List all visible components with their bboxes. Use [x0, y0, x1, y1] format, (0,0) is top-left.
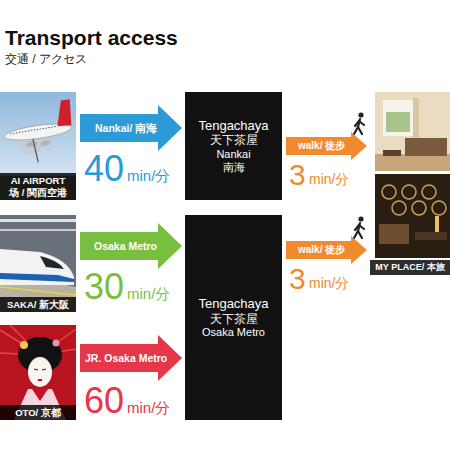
- airport-photo-part-part: [10, 126, 58, 134]
- airport-photo-part-part: [33, 138, 38, 162]
- geisha-photo: [0, 325, 76, 420]
- station-text: Tengachaya: [198, 118, 268, 134]
- geisha-photo-part: [0, 325, 76, 420]
- photo-caption-band: OTO/ 京都: [0, 405, 76, 420]
- route-arrow: [286, 236, 367, 264]
- airport-photo: [0, 92, 78, 200]
- walker-icon-part: [358, 216, 363, 221]
- geisha-photo-part: [42, 369, 46, 370]
- walker-icon-part: [358, 127, 362, 134]
- minutes-unit: min/分: [127, 168, 170, 183]
- photo-caption: MY PLACE/ 本旅: [373, 262, 447, 273]
- photo-caption-band: SAKA/ 新大阪: [0, 297, 76, 312]
- train-photo-part: [0, 229, 76, 231]
- geisha-photo-part: [34, 369, 38, 370]
- room-photo-part: [379, 224, 409, 244]
- minutes-unit: min/分: [309, 276, 349, 290]
- walker-icon-part: [358, 112, 363, 117]
- photo-caption-band: AI AIRPORT场 / 関西空港: [0, 173, 76, 200]
- photo-node: AI AIRPORT场 / 関西空港: [0, 92, 76, 200]
- room-photo-part: [435, 216, 439, 232]
- station-text: 南海: [223, 161, 245, 174]
- train-photo-part: [40, 256, 64, 269]
- minutes-unit: min/分: [127, 286, 170, 301]
- geisha-photo-part: [32, 389, 48, 401]
- airport-photo-part-part: [40, 140, 51, 147]
- walker-icon-part: [358, 231, 362, 238]
- travel-minutes: 40: [84, 151, 124, 187]
- walker-icon-part: [359, 121, 364, 125]
- station-text: Osaka Metro: [202, 326, 265, 339]
- photo-node: OTO/ 京都: [0, 325, 76, 420]
- room-photo-part: [375, 154, 450, 171]
- train-photo-part: [0, 287, 76, 295]
- room-photo-part: [383, 150, 401, 156]
- room-photo-part: [375, 174, 450, 258]
- station-text: Nankai: [216, 148, 250, 161]
- station-text: 天下茶屋: [210, 312, 258, 326]
- room-photo-part: [402, 185, 416, 199]
- airport-photo-part: [0, 99, 77, 166]
- photo-caption: SAKA/ 新大阪: [3, 299, 73, 310]
- minutes-unit: min/分: [127, 400, 170, 415]
- travel-minutes: 60: [84, 383, 124, 419]
- route-label: Osaka Metro: [92, 240, 159, 252]
- travel-minutes: 3: [289, 264, 306, 294]
- walker-icon: [354, 216, 364, 238]
- train-photo-part: [0, 273, 74, 282]
- travel-minutes: 30: [84, 269, 124, 305]
- room-photo-part: [392, 201, 406, 215]
- route-label: JR. Osaka Metro: [83, 352, 169, 364]
- travel-minutes: 3: [289, 160, 306, 190]
- room-photo-part: [375, 92, 450, 171]
- photo-caption-band: MY PLACE/ 本旅: [370, 260, 450, 275]
- photo-caption: AI AIRPORT: [3, 175, 73, 186]
- station-box: Tengachaya天下茶屋Osaka Metro: [185, 215, 282, 420]
- photo-caption: 场 / 関西空港: [3, 187, 73, 198]
- minutes-unit: min/分: [309, 172, 349, 186]
- route-label: walk/ 徒步: [296, 244, 347, 256]
- room-photo-part: [432, 201, 446, 215]
- station-text: Tengachaya: [198, 296, 268, 312]
- room-photo-part: [405, 138, 447, 156]
- airport-photo-part: [0, 92, 76, 200]
- room-photo-part: [383, 100, 413, 136]
- room-photo-part: [413, 98, 419, 142]
- route-arrow: [286, 132, 367, 160]
- room-photo-part: [422, 185, 436, 199]
- geisha-photo-part: [28, 357, 52, 387]
- route-label: walk/ 徒步: [296, 140, 347, 152]
- room-photo-part: [412, 201, 426, 215]
- airport-photo-part-part: [25, 140, 38, 148]
- room-photo-part: [415, 232, 447, 240]
- room-photo-part: [386, 112, 410, 132]
- walker-icon-part: [359, 225, 364, 229]
- airport-photo-part-part: [54, 99, 73, 127]
- route-arrow: [80, 335, 182, 381]
- train-photo-part: [0, 215, 76, 312]
- room-photo: [375, 92, 450, 258]
- geisha-photo-part: [20, 341, 28, 349]
- train-photo-part: [0, 249, 74, 285]
- station-box: Tengachaya天下茶屋Nankai南海: [185, 92, 282, 200]
- page-title: Transport access: [5, 27, 178, 48]
- station-text: 天下茶屋: [210, 133, 258, 147]
- photo-caption: OTO/ 京都: [3, 407, 73, 418]
- walker-icon: [354, 112, 364, 134]
- subtitle: 交通 / アクセス: [5, 53, 87, 65]
- route-arrow: [80, 223, 182, 269]
- room-photo-part: [382, 185, 396, 199]
- airport-photo-part: [0, 176, 76, 200]
- train-photo-part: [0, 219, 76, 222]
- route-label: Nankai/ 南海: [93, 122, 159, 134]
- geisha-photo-part: [38, 379, 42, 381]
- geisha-photo-part: [53, 340, 60, 347]
- photo-node: MY PLACE/ 本旅: [370, 92, 450, 275]
- photo-node: SAKA/ 新大阪: [0, 215, 76, 312]
- route-arrow: [80, 105, 182, 151]
- train-photo: [0, 215, 76, 312]
